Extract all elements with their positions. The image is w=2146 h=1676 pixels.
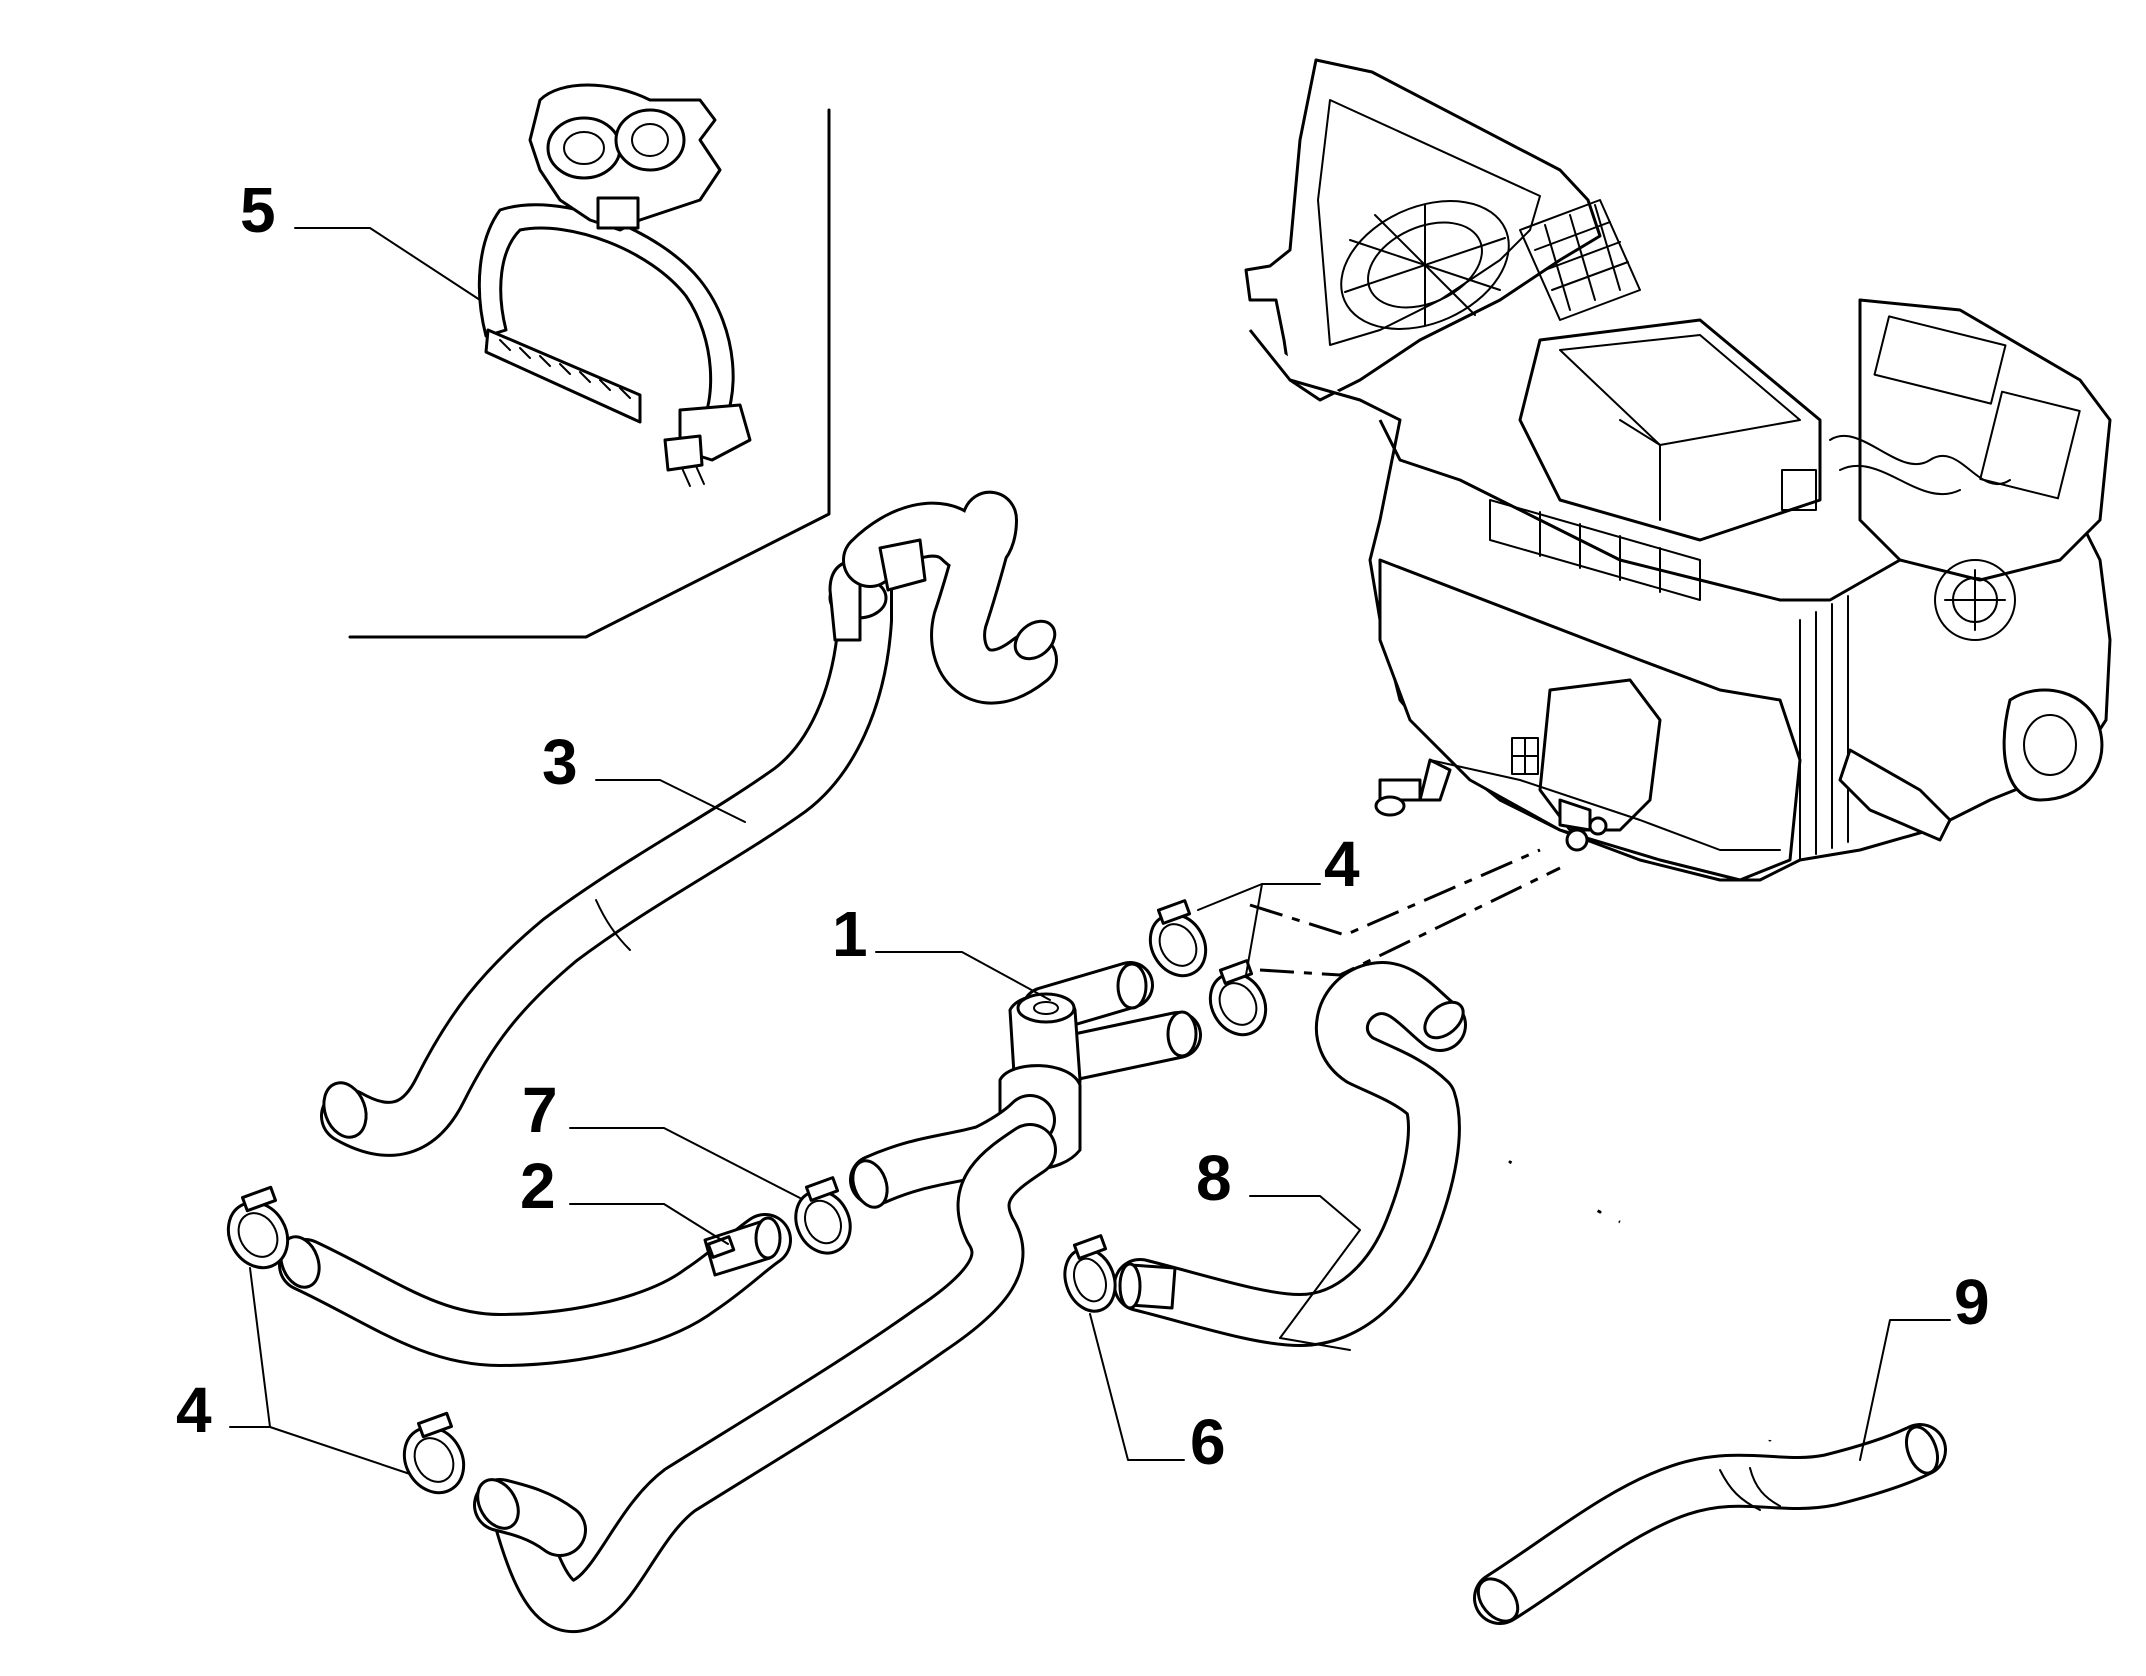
- callout-numbers: 5 3 4 1 7 2 8 9 4 6: [176, 174, 1990, 1478]
- clamp-4-left-a: [226, 1185, 290, 1270]
- leader-8: [1249, 1195, 1361, 1339]
- callout-6: 6: [1190, 1406, 1226, 1478]
- callout-8: 8: [1196, 1142, 1232, 1214]
- leader-4-left-a: [229, 1267, 271, 1428]
- leader-4-top-b: [1245, 883, 1263, 976]
- hose-clamps: [226, 899, 1268, 1495]
- heater-pipe-dash-lines: [1249, 848, 1561, 977]
- callout-4-left: 4: [176, 1374, 212, 1446]
- clamp-4-top-b: [1208, 959, 1268, 1037]
- leader-7: [569, 1127, 801, 1199]
- part-5-hose-bracket-clip: [477, 83, 752, 487]
- clamp-4-top-a: [1148, 899, 1208, 978]
- callout-1: 1: [832, 898, 868, 970]
- leader-lines: [229, 227, 1951, 1475]
- clamp-7: [794, 1176, 852, 1255]
- callout-4-top: 4: [1324, 828, 1360, 900]
- clamp-6: [1063, 1234, 1117, 1313]
- callout-9: 9: [1954, 1266, 1990, 1338]
- hvac-heater-unit: [1244, 58, 2112, 882]
- leader-5: [294, 227, 481, 301]
- leader-6: [1089, 1313, 1185, 1461]
- part-8-hose: [1113, 961, 1467, 1347]
- part-9-hose: [1473, 1156, 1947, 1625]
- inset-separator-lines: [348, 108, 831, 639]
- lower-return-hose: [473, 1123, 1057, 1633]
- callout-7: 7: [522, 1074, 558, 1146]
- part-3-upper-hose: [320, 490, 1058, 1157]
- callout-2: 2: [520, 1150, 556, 1222]
- leader-3: [595, 779, 746, 823]
- callout-5: 5: [240, 174, 276, 246]
- clamp-4-left-b: [402, 1411, 466, 1495]
- leader-9: [1859, 1319, 1951, 1461]
- leader-4-left-b: [269, 1426, 411, 1475]
- callout-3: 3: [542, 726, 578, 798]
- leader-2: [569, 1203, 729, 1245]
- part-2-short-hose: [278, 1213, 792, 1367]
- leader-1: [875, 951, 1051, 1001]
